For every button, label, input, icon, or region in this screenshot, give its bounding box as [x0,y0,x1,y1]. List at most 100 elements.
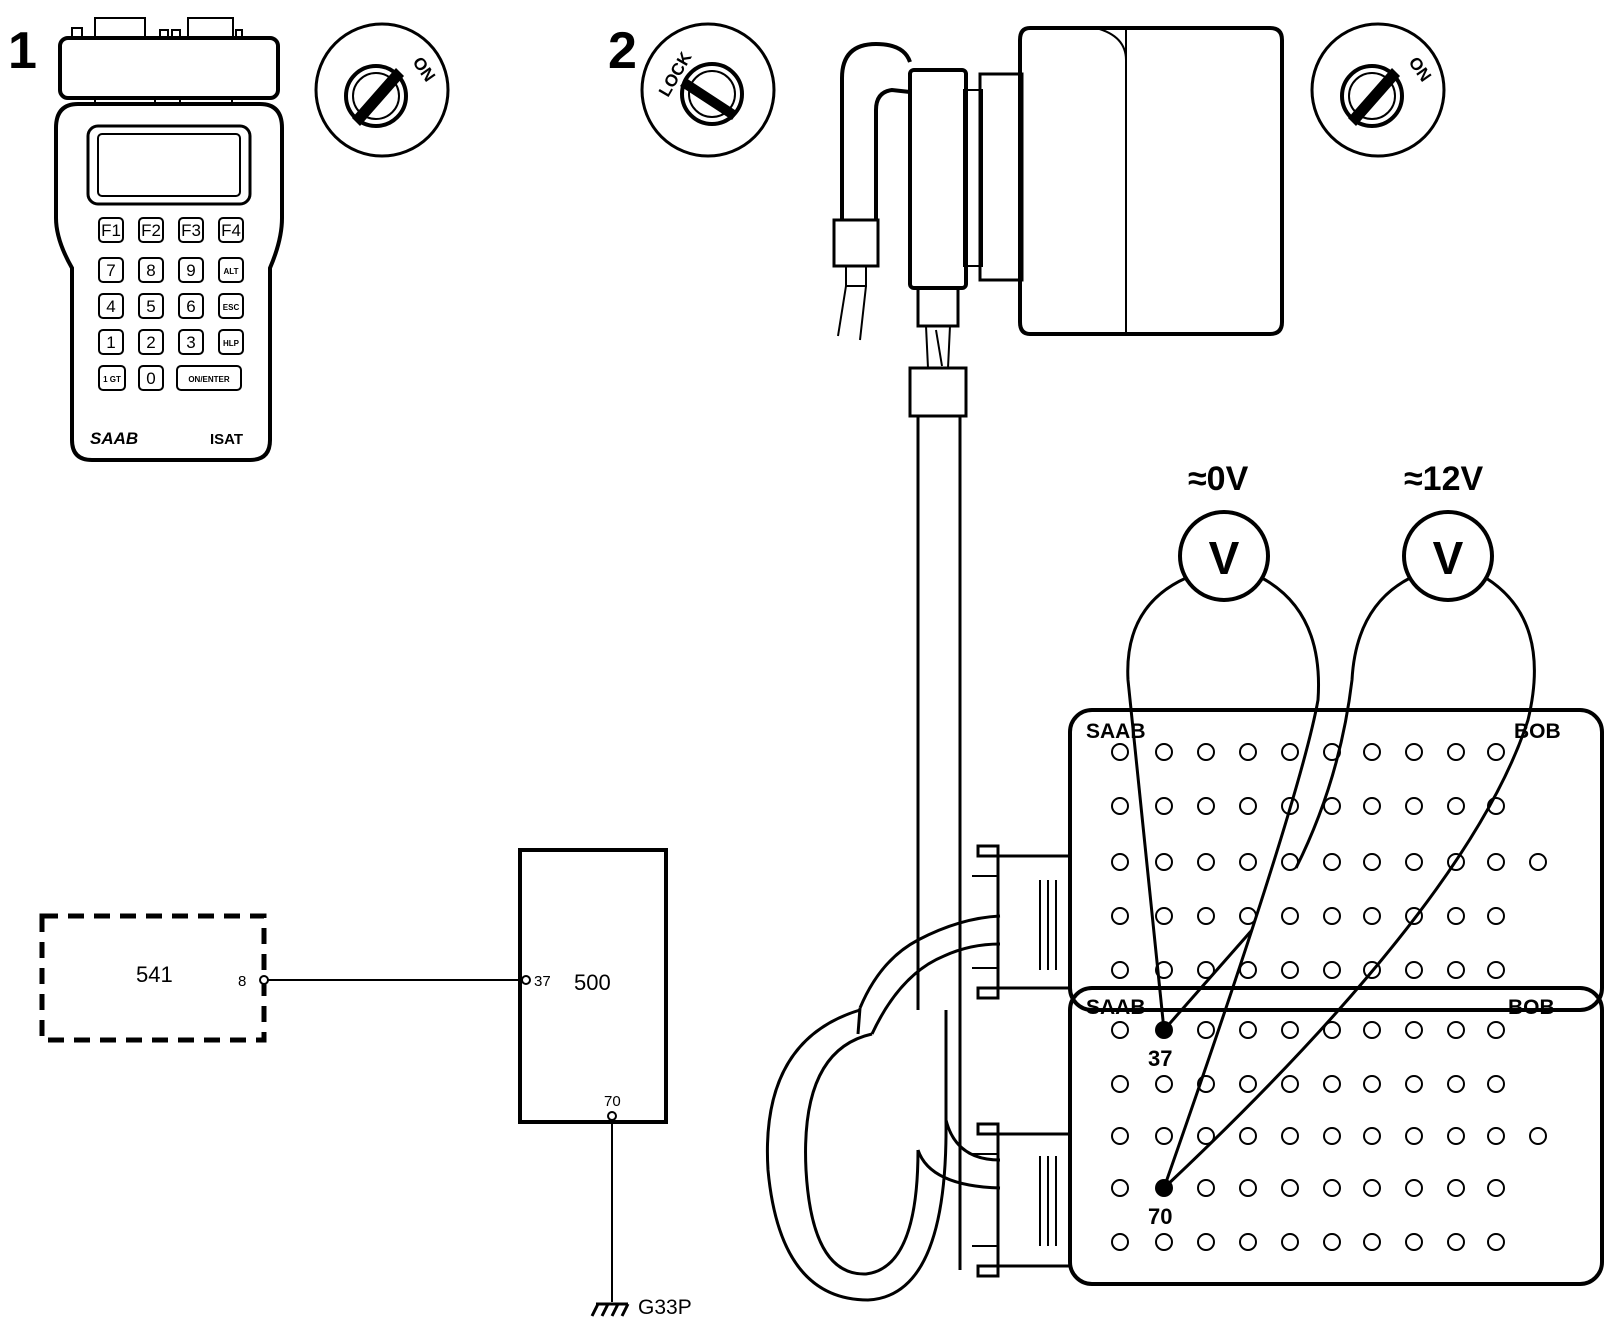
bob-socket[interactable] [1197,797,1215,815]
bob-socket[interactable] [1155,961,1173,979]
bob-socket[interactable] [1447,1233,1465,1251]
bob-socket[interactable] [1239,1127,1257,1145]
bob-socket[interactable] [1111,853,1129,871]
key-2[interactable]: 2 [138,329,164,355]
bob-socket[interactable] [1529,853,1547,871]
bob-socket[interactable] [1447,1021,1465,1039]
key-6[interactable]: 6 [178,293,204,319]
bob-socket[interactable] [1111,1179,1129,1197]
bob-socket[interactable] [1281,907,1299,925]
bob-socket[interactable] [1111,743,1129,761]
bob-socket[interactable] [1111,1021,1129,1039]
key-esc[interactable]: ESC [218,293,244,319]
key-0[interactable]: 0 [138,365,164,391]
key-3[interactable]: 3 [178,329,204,355]
bob-socket[interactable] [1323,961,1341,979]
bob-socket[interactable] [1323,1021,1341,1039]
bob-socket[interactable] [1281,961,1299,979]
bob-socket[interactable] [1281,1075,1299,1093]
bob-socket[interactable] [1405,743,1423,761]
bob-socket[interactable] [1111,1233,1129,1251]
bob-socket[interactable] [1155,1233,1173,1251]
bob-socket[interactable] [1155,1127,1173,1145]
bob-socket[interactable] [1363,1127,1381,1145]
bob-socket[interactable] [1197,853,1215,871]
bob-socket[interactable] [1281,1179,1299,1197]
bob-socket[interactable] [1111,961,1129,979]
bob-socket[interactable] [1239,1075,1257,1093]
bob-socket[interactable] [1155,797,1173,815]
bob-socket[interactable] [1363,743,1381,761]
bob-socket[interactable] [1487,1075,1505,1093]
bob-socket[interactable] [1323,1233,1341,1251]
bob-socket[interactable] [1111,1127,1129,1145]
bob-socket[interactable] [1281,1233,1299,1251]
bob-socket[interactable] [1111,907,1129,925]
bob-socket[interactable] [1405,961,1423,979]
bob-socket[interactable] [1197,907,1215,925]
bob-socket[interactable] [1155,907,1173,925]
bob-socket[interactable] [1197,1021,1215,1039]
bob-socket[interactable] [1281,1021,1299,1039]
bob-socket[interactable] [1405,853,1423,871]
bob-socket[interactable] [1111,1075,1129,1093]
bob-socket[interactable] [1405,1021,1423,1039]
bob-socket[interactable] [1405,1127,1423,1145]
bob-socket[interactable] [1197,1233,1215,1251]
key-f3[interactable]: F3 [178,217,204,243]
bob-socket[interactable] [1447,797,1465,815]
key-9[interactable]: 9 [178,257,204,283]
bob-socket[interactable] [1111,797,1129,815]
bob-socket[interactable] [1447,907,1465,925]
bob-socket[interactable] [1363,907,1381,925]
key-on-enter[interactable]: ON/ENTER [176,365,242,391]
bob-socket[interactable] [1447,1179,1465,1197]
bob-socket[interactable] [1239,797,1257,815]
bob-socket[interactable] [1155,853,1173,871]
bob-socket[interactable] [1155,743,1173,761]
bob-socket[interactable] [1447,743,1465,761]
bob-socket[interactable] [1323,1179,1341,1197]
bob-socket[interactable] [1363,1233,1381,1251]
bob-socket[interactable] [1239,853,1257,871]
key-f2[interactable]: F2 [138,217,164,243]
key-1[interactable]: 1 [98,329,124,355]
key-8[interactable]: 8 [138,257,164,283]
key-4[interactable]: 4 [98,293,124,319]
key-1gt[interactable]: 1 GT [98,365,126,391]
bob-socket[interactable] [1487,961,1505,979]
bob-socket[interactable] [1363,853,1381,871]
bob-socket[interactable] [1197,743,1215,761]
bob-socket[interactable] [1487,907,1505,925]
bob-socket[interactable] [1239,1021,1257,1039]
bob-socket[interactable] [1447,1075,1465,1093]
bob-socket[interactable] [1363,1179,1381,1197]
bob-socket[interactable] [1447,961,1465,979]
bob-socket[interactable] [1323,853,1341,871]
key-f4[interactable]: F4 [218,217,244,243]
bob-socket[interactable] [1529,1127,1547,1145]
key-alt[interactable]: ALT [218,257,244,283]
key-f1[interactable]: F1 [98,217,124,243]
bob-socket[interactable] [1323,907,1341,925]
key-7[interactable]: 7 [98,257,124,283]
bob-socket[interactable] [1405,1075,1423,1093]
bob-socket[interactable] [1281,743,1299,761]
bob-socket[interactable] [1363,1021,1381,1039]
bob-socket[interactable] [1405,1179,1423,1197]
bob-socket[interactable] [1487,743,1505,761]
key-hlp[interactable]: HLP [218,329,244,355]
bob-socket[interactable] [1323,1127,1341,1145]
bob-socket[interactable] [1405,1233,1423,1251]
bob-socket[interactable] [1323,1075,1341,1093]
bob-socket[interactable] [1405,797,1423,815]
bob-socket[interactable] [1155,1075,1173,1093]
bob-socket[interactable] [1487,1021,1505,1039]
bob-socket[interactable] [1197,1179,1215,1197]
bob-socket[interactable] [1447,1127,1465,1145]
bob-socket[interactable] [1487,853,1505,871]
bob-socket[interactable] [1239,743,1257,761]
bob-socket[interactable] [1197,1127,1215,1145]
bob-socket[interactable] [1487,1179,1505,1197]
key-5[interactable]: 5 [138,293,164,319]
